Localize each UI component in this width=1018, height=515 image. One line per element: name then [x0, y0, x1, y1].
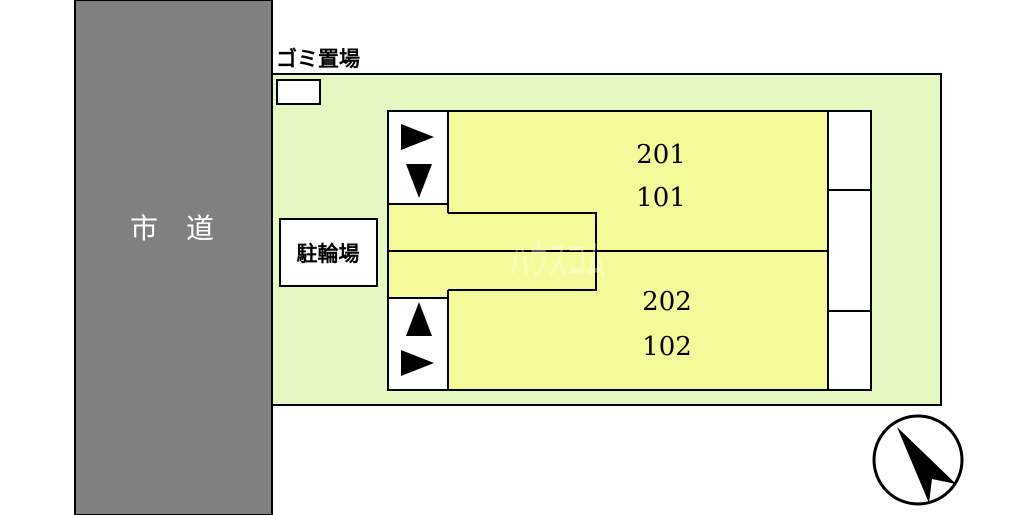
north-compass-icon — [872, 414, 964, 506]
arrow-up-icon — [406, 302, 432, 336]
arrow-down-icon — [406, 164, 432, 198]
unit-number-202: 202 — [642, 287, 692, 317]
road-label: 市 道 — [130, 212, 214, 245]
balcony-upper — [827, 110, 872, 191]
balcony-lower — [827, 310, 872, 391]
arrow-right-icon — [401, 124, 434, 150]
garbage-box — [276, 79, 321, 105]
watermark: ハウスコム — [510, 238, 605, 284]
bicycle-label: 駐輪場 — [297, 242, 360, 266]
garbage-label: ゴミ置場 — [276, 47, 360, 71]
unit-number-201: 201 — [636, 140, 686, 170]
bicycle-parking-box — [279, 218, 378, 287]
arrow-right-icon — [401, 350, 434, 376]
unit-number-101: 101 — [636, 183, 686, 213]
city-road — [74, 0, 273, 515]
unit-number-102: 102 — [642, 332, 692, 362]
